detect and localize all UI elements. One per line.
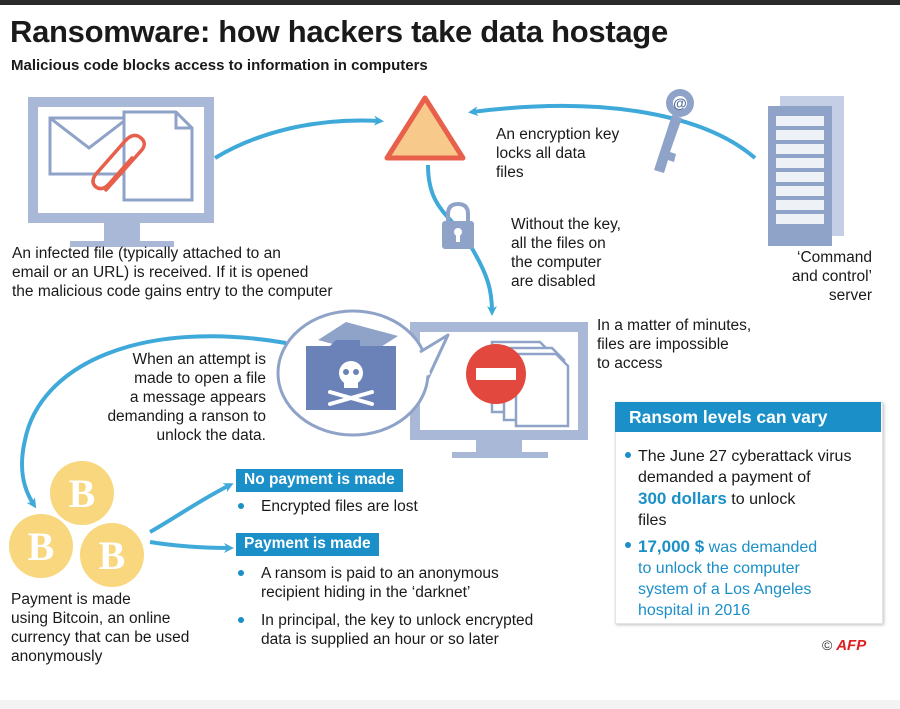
svg-text:B: B — [99, 533, 126, 578]
caption-line: email or an URL) is received. If it is o… — [12, 264, 309, 281]
skull-icon — [328, 361, 374, 406]
message-caption: When an attempt is made to open a file a… — [80, 350, 266, 445]
arrow-to-bitcoin — [20, 334, 287, 509]
warning-icon — [384, 95, 466, 161]
payment-item: In principal, the key to unlock encrypte… — [261, 611, 533, 649]
key-icon: @ — [654, 89, 694, 173]
without-key-caption: Without the key, all the files on the co… — [511, 215, 621, 291]
padlock-icon — [442, 201, 474, 249]
caption-line: currency that can be used — [11, 629, 190, 646]
item-line: In principal, the key to unlock encrypte… — [261, 612, 534, 629]
item-text: was demanded — [704, 539, 818, 556]
document-icon — [122, 110, 194, 202]
item-line: 17,000 $ was demanded — [638, 536, 817, 558]
item-line: hospital in 2016 — [638, 602, 751, 619]
bullet-dot — [625, 542, 631, 548]
bottom-strip — [0, 700, 900, 709]
infected-file-caption: An infected file (typically attached to … — [12, 244, 333, 301]
credit: © AFP — [822, 637, 866, 654]
caption-line: server — [828, 287, 872, 304]
ransom-item-1: The June 27 cyberattack virus demanded a… — [638, 446, 851, 531]
caption-line: files are impossible — [597, 336, 729, 353]
stop-sign-icon — [466, 344, 526, 404]
arrow-from-server — [468, 103, 757, 160]
ransom-item-2: 17,000 $ was demanded to unlock the comp… — [638, 536, 817, 621]
item-line: 300 dollars to unlock — [638, 488, 851, 510]
bullet-dot — [238, 570, 244, 576]
caption-line: unlock the data. — [156, 427, 266, 444]
caption-line: Payment is made — [11, 591, 131, 608]
item-text: to unlock — [726, 491, 796, 508]
item-line: A ransom is paid to an anonymous — [261, 565, 499, 582]
caption-line: locks all data — [496, 145, 586, 162]
caption-line: are disabled — [511, 273, 596, 290]
svg-text:B: B — [28, 524, 55, 569]
item-line: demanded a payment of — [638, 469, 811, 486]
no-payment-label: No payment is made — [236, 469, 403, 492]
caption-line: to access — [597, 355, 663, 372]
payment-label: Payment is made — [236, 533, 379, 556]
item-line: files — [638, 512, 667, 529]
arrow-to-payment — [149, 540, 234, 553]
caption-line: files — [496, 164, 524, 181]
caption-line: demanding a ranson to — [107, 408, 266, 425]
caption-line: Without the key, — [511, 216, 621, 233]
item-line: The June 27 cyberattack virus — [638, 448, 852, 465]
arrow-to-no-payment — [149, 483, 234, 534]
caption-line: all the files on — [511, 235, 606, 252]
bullet-dot — [238, 503, 244, 509]
server-icon — [768, 96, 844, 246]
caption-line: the malicious code gains entry to the co… — [12, 283, 333, 300]
paperclip-icon — [91, 133, 146, 192]
bullet-dot — [625, 452, 631, 458]
item-line: data is supplied an hour or so later — [261, 631, 499, 648]
item-line: system of a Los Angeles — [638, 581, 812, 598]
copyright-symbol: © — [822, 637, 833, 653]
bitcoin-coins-icon: B B B — [9, 461, 144, 587]
bitcoin-caption: Payment is made using Bitcoin, an online… — [11, 590, 189, 666]
afp-logo: AFP — [836, 637, 867, 654]
payment-item: A ransom is paid to an anonymous recipie… — [261, 564, 499, 602]
caption-line: ‘Command — [797, 249, 872, 266]
no-payment-item: Encrypted files are lost — [261, 498, 418, 515]
svg-text:@: @ — [673, 95, 687, 111]
arrow-to-warning — [213, 115, 384, 160]
ransom-levels-panel — [615, 402, 883, 624]
ransom-panel-heading: Ransom levels can vary — [615, 402, 881, 432]
svg-text:B: B — [69, 471, 96, 516]
email-envelope-icon — [48, 116, 130, 176]
caption-line: using Bitcoin, an online — [11, 610, 171, 627]
bullet-dot — [238, 617, 244, 623]
item-line: recipient hiding in the ‘darknet’ — [261, 584, 471, 601]
top-rule — [0, 0, 900, 5]
caption-line: When an attempt is — [132, 351, 266, 368]
caption-line: and control’ — [791, 268, 872, 285]
item-line: to unlock the computer — [638, 560, 800, 577]
server-caption: ‘Command and control’ server — [740, 248, 872, 305]
encryption-key-caption: An encryption key locks all data files — [496, 125, 619, 182]
ransom-amount-highlight: 17,000 $ — [638, 537, 705, 556]
caption-line: made to open a file — [134, 370, 266, 387]
caption-line: An infected file (typically attached to … — [12, 245, 281, 262]
page-subtitle: Malicious code blocks access to informat… — [11, 57, 428, 74]
caption-line: anonymously — [11, 648, 103, 665]
minutes-caption: In a matter of minutes, files are imposs… — [597, 316, 751, 373]
ransom-amount-highlight: 300 dollars — [638, 489, 727, 508]
caption-line: the computer — [511, 254, 602, 271]
caption-line: In a matter of minutes, — [597, 317, 752, 334]
caption-line: a message appears — [129, 389, 266, 406]
page-title: Ransomware: how hackers take data hostag… — [10, 14, 668, 49]
caption-line: An encryption key — [496, 126, 620, 143]
